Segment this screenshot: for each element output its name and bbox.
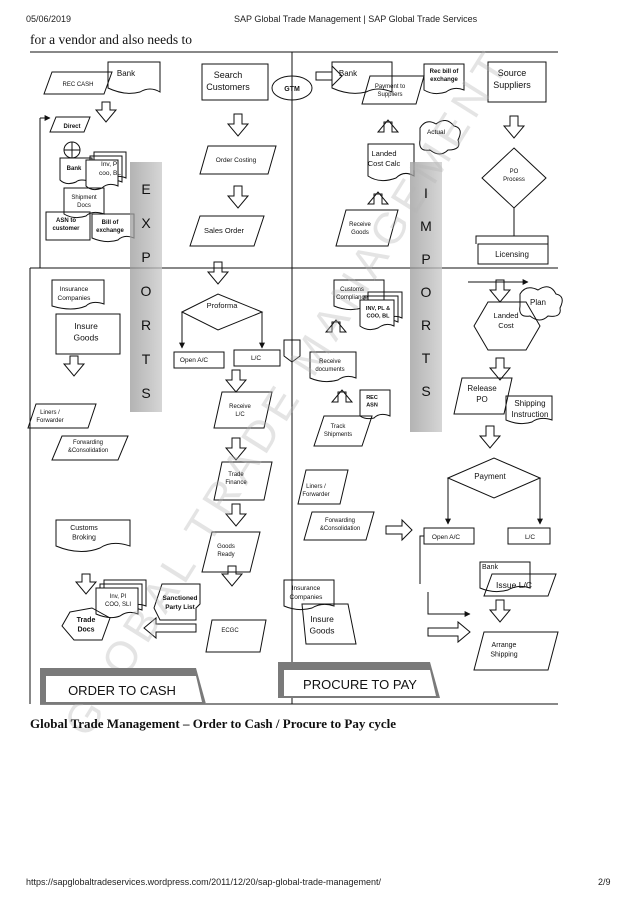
node-center-node: GTM xyxy=(284,86,300,93)
exports-letter: O xyxy=(141,283,152,299)
node-open-ac: Open A/C xyxy=(180,357,208,364)
imports-letter: R xyxy=(421,317,431,333)
procure-to-pay-label: PROCURE TO PAY xyxy=(303,677,417,692)
intro-text: for a vendor and also needs to xyxy=(30,32,192,47)
node-liners-forwarder: Liners /Forwarder xyxy=(302,484,329,498)
imports-letter: I xyxy=(424,185,428,201)
imports-letter: P xyxy=(421,251,430,267)
node-lc: L/C xyxy=(251,355,261,362)
node-issue-lc: Issue L/C xyxy=(496,580,532,590)
exports-letter: P xyxy=(141,249,150,265)
exports-letter: T xyxy=(142,351,151,367)
exports-letter: X xyxy=(141,215,151,231)
node-bank2: Bank xyxy=(482,564,498,571)
node-proforma: Proforma xyxy=(207,301,239,310)
imports-letter: M xyxy=(420,218,432,234)
node-plan: Plan xyxy=(530,298,546,307)
node-payment: Payment xyxy=(474,472,506,481)
imports-letter: S xyxy=(421,383,430,399)
footer-page: 2/9 xyxy=(598,877,611,887)
imports-letter: O xyxy=(421,284,432,300)
exports-letter: E xyxy=(141,181,150,197)
node-sales-order: Sales Order xyxy=(204,226,245,235)
header-title: SAP Global Trade Management | SAP Global… xyxy=(234,14,478,24)
node-forwarding: Forwarding&Consolidation xyxy=(68,440,108,454)
node-liners-forwarder: Liners /Forwarder xyxy=(36,410,63,424)
node-ecgc: ECGC xyxy=(221,628,239,634)
node-actual: Actual xyxy=(427,129,446,136)
node-forwarding: Forwarding&Consolidation xyxy=(320,518,360,532)
node-inv-pl-coo-bl: INV, PL &COO, BL xyxy=(366,306,390,319)
exports-letter: R xyxy=(141,317,151,333)
node-rec-cash: REC CASH xyxy=(62,82,93,88)
footer-url: https://sapglobaltradeservices.wordpress… xyxy=(26,877,382,887)
node-bank: Bank xyxy=(339,69,358,78)
node-bank2: Bank xyxy=(67,166,82,172)
header-date: 05/06/2019 xyxy=(26,14,72,24)
node-bank: Bank xyxy=(117,69,136,78)
order-to-cash-label: ORDER TO CASH xyxy=(68,683,176,698)
watermark-text: GLOBAL TRADE MANAGEMENT xyxy=(55,40,521,745)
node-order-costing: Order Costing xyxy=(216,157,257,164)
exports-letter: S xyxy=(141,385,150,401)
node-direct: Direct xyxy=(63,124,80,130)
node-licensing: Licensing xyxy=(495,250,529,259)
figure-caption: Global Trade Management – Order to Cash … xyxy=(30,716,396,731)
node-lc: L/C xyxy=(525,534,535,541)
imports-letter: T xyxy=(422,350,431,366)
node-open-ac: Open A/C xyxy=(432,534,460,541)
